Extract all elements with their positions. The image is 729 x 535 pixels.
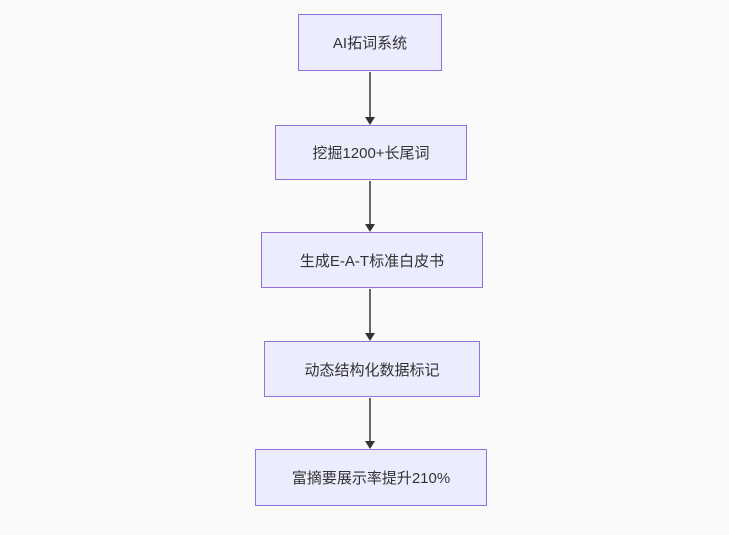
- flowchart-node-longtail-mining: 挖掘1200+长尾词: [275, 125, 467, 180]
- flow-arrow: [365, 398, 375, 449]
- arrow-line: [369, 72, 371, 117]
- node-label: 富摘要展示率提升210%: [291, 470, 451, 487]
- arrow-down-icon: [365, 441, 375, 449]
- node-label: 生成E-A-T标准白皮书: [299, 252, 445, 270]
- arrow-down-icon: [365, 117, 375, 125]
- arrow-line: [369, 398, 371, 441]
- node-label: 挖掘1200+长尾词: [312, 145, 430, 162]
- node-label: AI拓词系统: [332, 35, 408, 52]
- node-label: 动态结构化数据标记: [304, 361, 440, 379]
- flowchart-node-structured-data-markup: 动态结构化数据标记: [264, 341, 480, 397]
- arrow-down-icon: [365, 333, 375, 341]
- flowchart-node-rich-snippet-result: 富摘要展示率提升210%: [255, 449, 487, 506]
- flow-arrow: [365, 72, 375, 125]
- flowchart-node-ai-keyword-system: AI拓词系统: [298, 14, 442, 71]
- flowchart-node-eat-whitepaper: 生成E-A-T标准白皮书: [261, 232, 483, 288]
- arrow-down-icon: [365, 224, 375, 232]
- flow-arrow: [365, 289, 375, 341]
- arrow-line: [369, 181, 371, 224]
- flow-arrow: [365, 181, 375, 232]
- arrow-line: [369, 289, 371, 333]
